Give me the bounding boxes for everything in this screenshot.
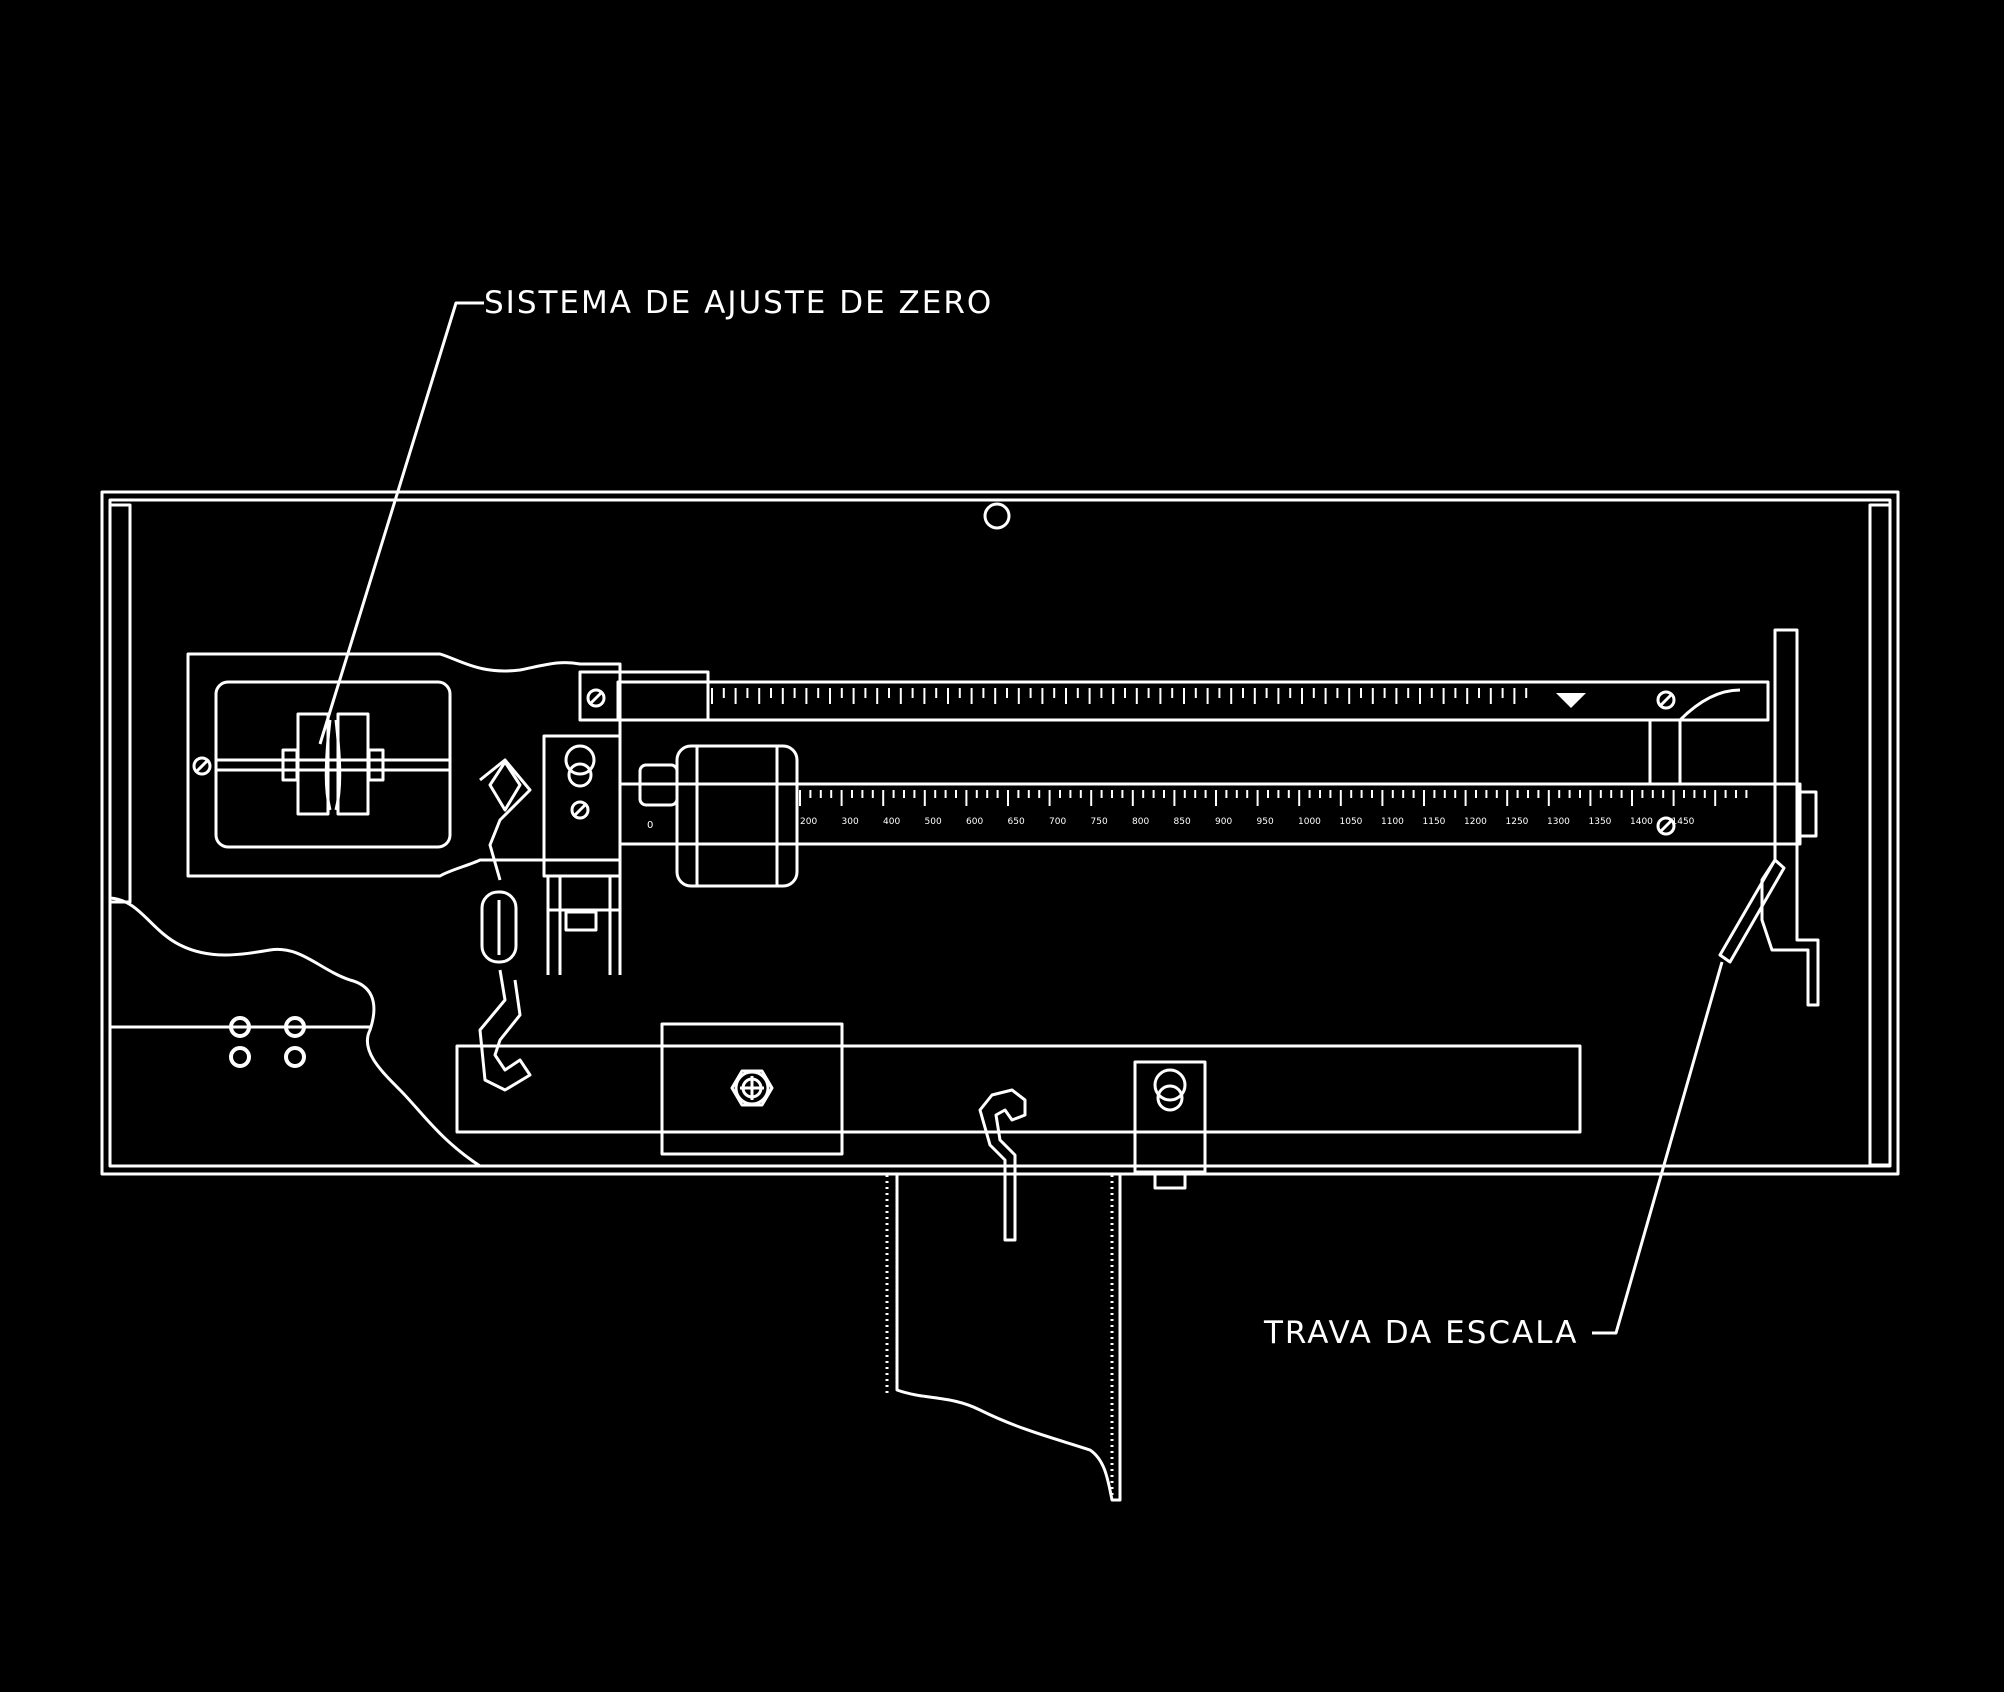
upper-scale-pointer bbox=[1556, 693, 1586, 708]
lower-scale-number: 1100 bbox=[1381, 817, 1404, 827]
lower-scale-labels: 200 300 400 500 600 650 700 750 800 850 900 950 1000… bbox=[800, 817, 1695, 827]
lower-scale-number: 1150 bbox=[1423, 817, 1446, 827]
lower-lever-bar bbox=[455, 1044, 1582, 1134]
lower-scale-number: 950 bbox=[1257, 817, 1274, 827]
lever-hook bbox=[978, 1088, 1027, 1242]
fulcrum-block bbox=[542, 734, 622, 878]
lower-scale-number: 700 bbox=[1049, 817, 1066, 827]
chain-link-mid bbox=[480, 890, 518, 964]
upper-beam-end-block bbox=[578, 670, 710, 722]
screw-icon bbox=[192, 756, 212, 776]
zero-adjust-plate bbox=[186, 652, 622, 878]
lower-scale-number: 1350 bbox=[1589, 817, 1612, 827]
lower-scale-number: 600 bbox=[966, 817, 983, 827]
upper-scale-beam bbox=[616, 680, 1770, 722]
left-rail bbox=[108, 503, 132, 904]
lower-scale-number: 1050 bbox=[1340, 817, 1363, 827]
lower-scale-number: 850 bbox=[1174, 817, 1191, 827]
lower-scale-number: 1000 bbox=[1298, 817, 1321, 827]
poise-weight bbox=[675, 744, 799, 888]
upper-scale-ticks bbox=[711, 688, 1528, 704]
scale-lock-label: TRAVA DA ESCALA bbox=[1264, 1315, 1579, 1351]
hinge-bolt bbox=[229, 1046, 251, 1068]
housing-outer bbox=[100, 490, 1900, 1176]
top-hole bbox=[983, 502, 1011, 530]
hinge-bolt bbox=[284, 1046, 306, 1068]
lower-scale-number: 200 bbox=[800, 817, 817, 827]
lower-scale-number: 1450 bbox=[1672, 817, 1695, 827]
lower-scale-number: 900 bbox=[1215, 817, 1232, 827]
lower-scale-number: 750 bbox=[1091, 817, 1108, 827]
lower-scale-ticks bbox=[799, 790, 1748, 806]
lower-scale-number: 1200 bbox=[1464, 817, 1487, 827]
zero-mark-label: 0 bbox=[647, 820, 653, 831]
lower-scale-number: 650 bbox=[1008, 817, 1025, 827]
lower-scale-number: 400 bbox=[883, 817, 900, 827]
zero-adjust-label: SISTEMA DE AJUSTE DE ZERO bbox=[484, 285, 994, 321]
hinge-bolt bbox=[229, 1016, 251, 1038]
lower-scale-number: 1400 bbox=[1630, 817, 1653, 827]
lower-scale-number: 1300 bbox=[1547, 817, 1570, 827]
zero-adjust-window bbox=[214, 680, 452, 849]
right-rail bbox=[1868, 503, 1892, 1167]
stand-post bbox=[895, 1175, 1122, 1502]
lower-scale-number: 300 bbox=[842, 817, 859, 827]
zero-adjust-leader bbox=[318, 301, 484, 745]
cutaway-left bbox=[109, 896, 481, 1168]
scale-lock-pin bbox=[1718, 858, 1786, 964]
lower-scale-number: 800 bbox=[1132, 817, 1149, 827]
hinge-bolt bbox=[284, 1016, 306, 1038]
lower-scale-number: 500 bbox=[925, 817, 942, 827]
lower-scale-number: 1250 bbox=[1506, 817, 1529, 827]
chain-link-top bbox=[488, 760, 522, 812]
scale-lock-leader bbox=[1592, 961, 1724, 1335]
lever-weight-block bbox=[660, 1022, 844, 1156]
